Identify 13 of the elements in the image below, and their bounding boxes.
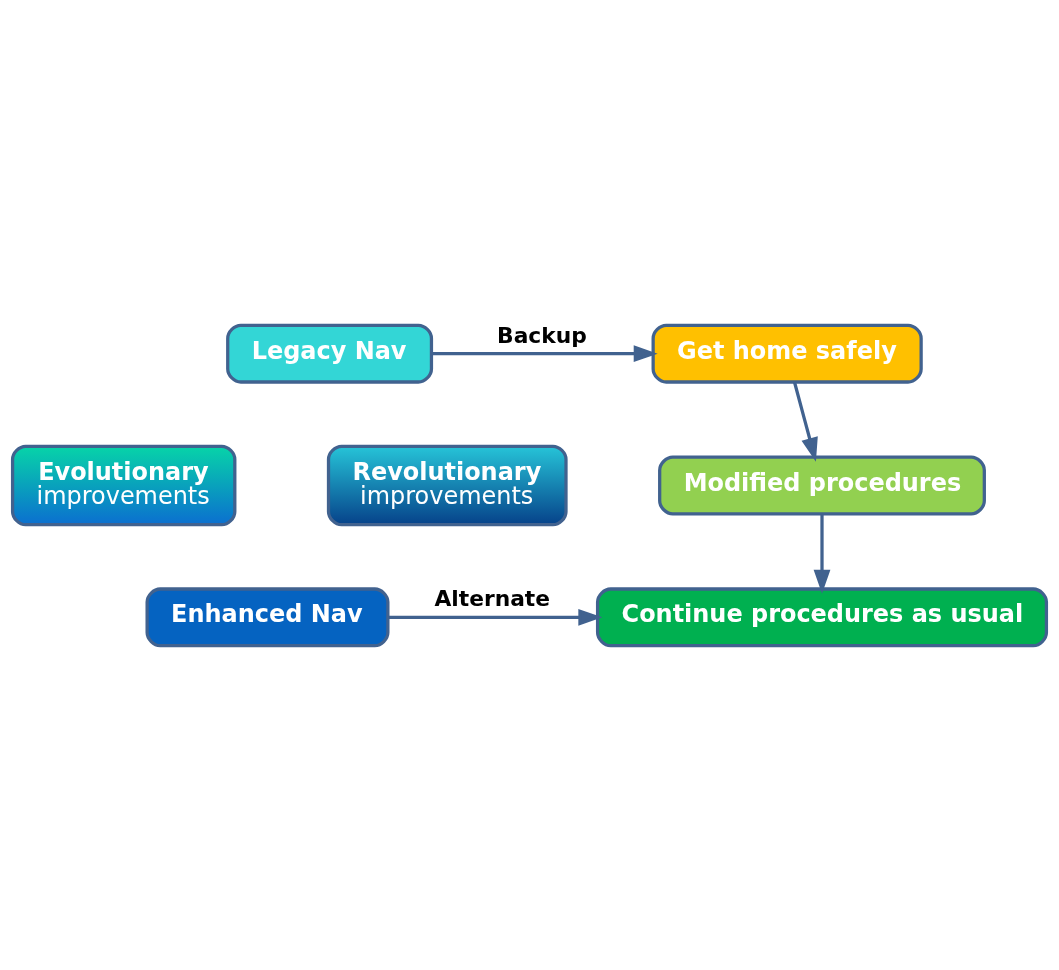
arrow	[792, 381, 818, 462]
node-box: Legacy Nav	[226, 323, 434, 384]
node-box: Continue procedures as usual	[595, 586, 1049, 647]
node-box: Evolutionary improvements	[10, 444, 237, 526]
node-box: Get home safely	[651, 323, 923, 384]
edge-label: Alternate	[434, 585, 551, 611]
node-box: Modified procedures	[658, 455, 986, 515]
arrow	[431, 344, 658, 362]
arrow	[813, 513, 831, 594]
node-box: Enhanced Nav	[145, 586, 390, 647]
edge-label: Backup	[497, 322, 587, 348]
node-box: Revolutionary improvements	[326, 444, 568, 526]
arrow	[388, 608, 603, 626]
